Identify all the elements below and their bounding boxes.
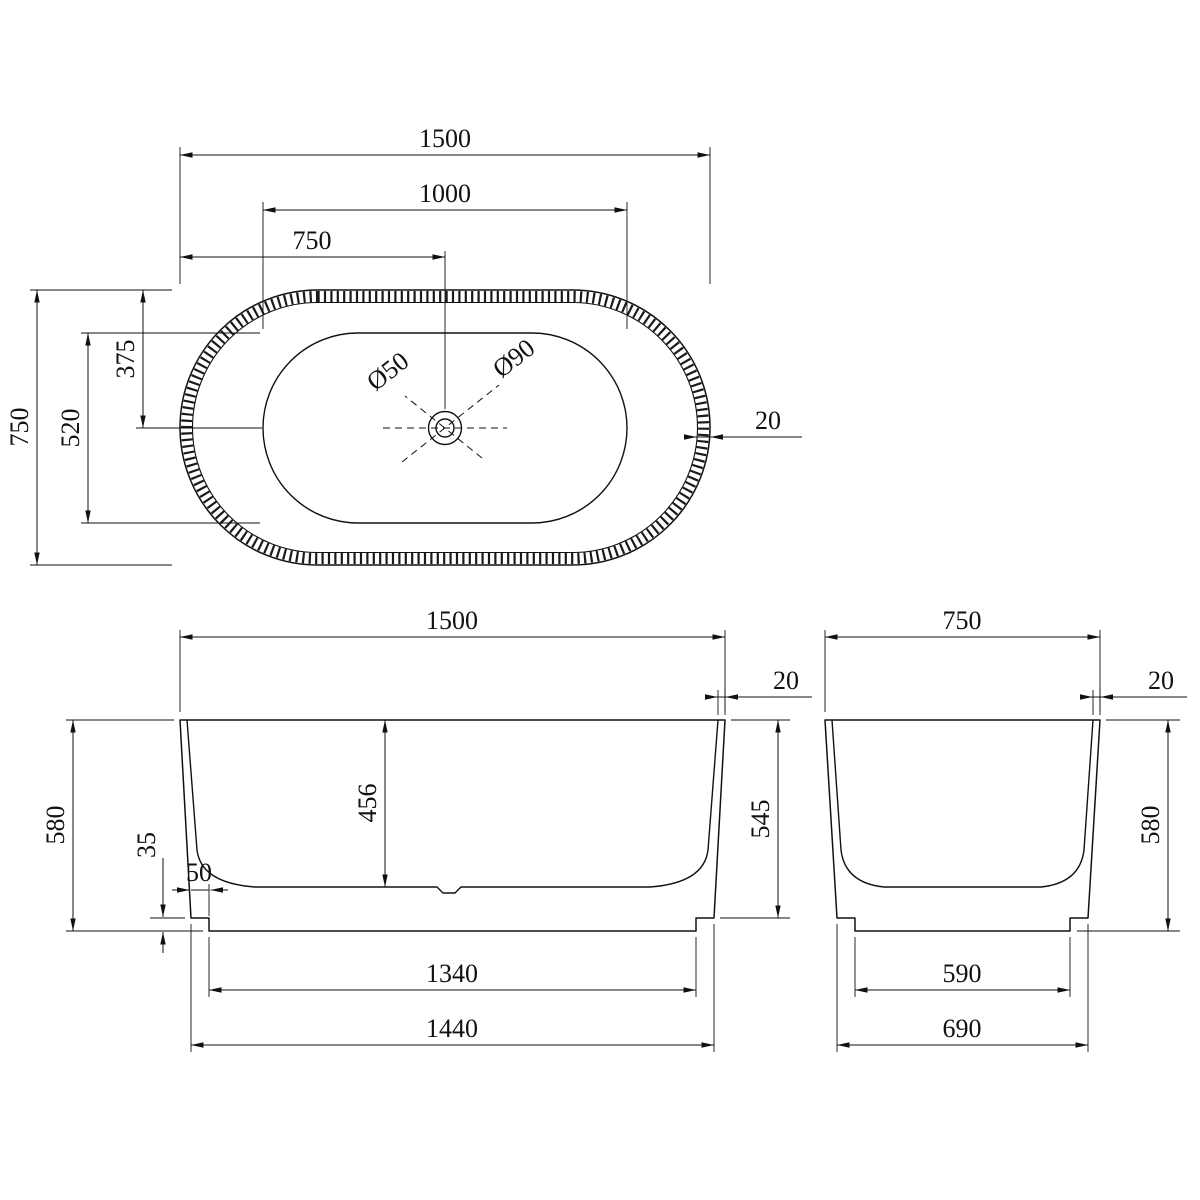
top-view-extension-lines (30, 147, 711, 566)
front-outline (179, 719, 726, 932)
side-inner-profile (831, 719, 1094, 888)
side-dimension-lines (825, 634, 1187, 1048)
front-dimension-lines (70, 634, 812, 1048)
dim-top-width-total: 1500 (419, 124, 471, 153)
dim-side-width-total: 750 (943, 606, 982, 635)
dim-top-width-inner: 1000 (419, 179, 471, 208)
dim-side-base-outer: 690 (943, 1014, 982, 1043)
dim-front-height-body: 545 (746, 800, 775, 839)
front-view: 1500 20 580 456 545 35 50 1340 1440 (41, 606, 812, 1052)
dim-top-height-half: 375 (111, 340, 140, 379)
drain-centerlines (383, 384, 507, 463)
dim-front-width-total: 1500 (426, 606, 478, 635)
dim-front-height-total: 580 (41, 806, 70, 845)
dim-side-height-total: 580 (1136, 806, 1165, 845)
front-inner-profile (186, 719, 719, 894)
top-view: 1500 1000 750 750 520 375 20 Ø50 Ø90 (5, 124, 802, 566)
dim-side-wall: 20 (1148, 666, 1174, 695)
dim-side-base-inner: 590 (943, 959, 982, 988)
dim-front-plinth-inset: 50 (186, 858, 212, 887)
top-view-dimension-lines (34, 152, 802, 565)
dim-front-base-inner: 1340 (426, 959, 478, 988)
dim-front-depth-inner: 456 (353, 784, 382, 823)
dim-top-height-total: 750 (5, 408, 34, 447)
dim-top-wall: 20 (755, 406, 781, 435)
dim-front-base-outer: 1440 (426, 1014, 478, 1043)
fluted-rim-texture (181, 291, 709, 564)
side-outline (824, 719, 1101, 932)
dim-top-height-inner: 520 (56, 409, 85, 448)
dim-top-width-half: 750 (293, 226, 332, 255)
dim-front-plinth-height: 35 (132, 832, 161, 858)
front-extension-lines (66, 630, 790, 1052)
dim-front-wall: 20 (773, 666, 799, 695)
side-view: 750 20 580 590 690 (824, 606, 1187, 1052)
